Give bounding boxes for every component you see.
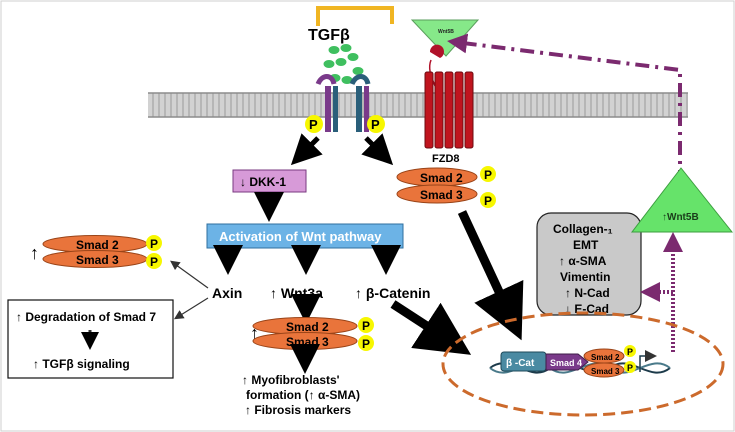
phospho-receptor-right [367, 115, 385, 133]
activation-box [206, 223, 404, 249]
myo-line1: ↑ Myofibroblasts' [242, 373, 340, 387]
smad2-label: Smad 2 [420, 171, 463, 185]
fzd8-label: FZD8 [432, 153, 460, 165]
wnt5b-feedback-arrow [447, 33, 682, 184]
marker-item: Vimentin [560, 270, 610, 284]
degradation-line2: ↑ TGFβ signaling [33, 357, 130, 371]
arrow-axin-to-degradation [173, 297, 209, 320]
smad-pair-receptor: Smad 2 Smad 3 P P [396, 166, 496, 208]
smad2-label: Smad 2 [76, 238, 119, 252]
nucleus-ellipse [441, 311, 725, 417]
smad3-label: Smad 3 [420, 188, 463, 202]
arrow-to-dkk [290, 133, 323, 166]
phospho-receptor-left [305, 115, 323, 133]
wnt5b-label: ↑Wnt5B [662, 212, 699, 223]
ligand-bracket [316, 6, 394, 26]
degradation-box [7, 299, 174, 379]
activation-label: Activation of Wnt pathway [219, 229, 382, 244]
arrow-bcat-to-nucleus [390, 300, 472, 355]
marker-item: EMT [573, 238, 599, 252]
dkk1-label: ↓ DKK-1 [240, 175, 286, 189]
bcat-label: β -Cat [506, 358, 535, 369]
phospho-label: P [150, 237, 158, 251]
smad-up-arrow: ↑ [30, 243, 39, 263]
smad3-label: Smad 3 [76, 253, 119, 267]
smad2-label: Smad 2 [591, 353, 620, 362]
smad4-label: Smad 4 [550, 358, 582, 368]
myo-line2: formation (↑ α-SMA) [246, 388, 360, 402]
smad2-label: Smad 2 [286, 320, 329, 334]
smad-up-arrow: ↑ [250, 323, 259, 343]
smad4-block [545, 353, 589, 371]
cell-membrane [148, 92, 688, 118]
phospho-label: P [150, 255, 158, 269]
myo-line3: ↑ Fibrosis markers [245, 403, 351, 417]
wnt3a-label: ↑ Wnt3a [270, 285, 323, 301]
phospho-label: P [362, 337, 370, 351]
tgfb-label: TGFβ [308, 27, 350, 44]
smad3-label: Smad 3 [591, 367, 620, 376]
tgfb-receptor-left [315, 74, 338, 132]
phospho-label: P [627, 347, 633, 357]
bcatenin-label: ↑ β-Catenin [355, 285, 430, 301]
marker-item: ↑ α-SMA [559, 254, 607, 268]
arrow-smad-to-nucleus [457, 210, 524, 341]
transcription-start-icon [639, 350, 657, 372]
smad3-label: Smad 3 [286, 335, 329, 349]
fzd8-receptor [424, 71, 474, 149]
phospho-label: P [484, 168, 492, 182]
tgfb-receptor-right [349, 74, 371, 132]
arrow-axin-to-smad [170, 260, 209, 289]
phospho-label: P [371, 117, 380, 132]
wnt-ligand-triangle [410, 19, 480, 57]
degradation-line1: ↑ Degradation of Smad 7 [16, 310, 156, 324]
phospho-label: P [627, 363, 633, 373]
marker-item: ↑ N-Cad [565, 286, 610, 300]
tgfb-ligands [323, 44, 364, 84]
wnt-ligand-label: Wnt5B [438, 29, 454, 35]
arrow-to-smad-right [361, 133, 394, 166]
phospho-label: P [484, 194, 492, 208]
wnt-binding-site-icon [429, 44, 444, 58]
phospho-label: P [362, 319, 370, 333]
marker-item: Collagen-₁ [553, 222, 613, 236]
fibrosis-markers-box [536, 212, 642, 316]
smad-pair-middle: ↑ Smad 2 Smad 3 P P [250, 317, 374, 351]
smad-pair-left: ↑ Smad 2 Smad 3 P P [30, 235, 162, 269]
axin-label: Axin [212, 285, 242, 301]
nucleus-smad3 [583, 362, 625, 378]
phospho-label: P [309, 117, 318, 132]
